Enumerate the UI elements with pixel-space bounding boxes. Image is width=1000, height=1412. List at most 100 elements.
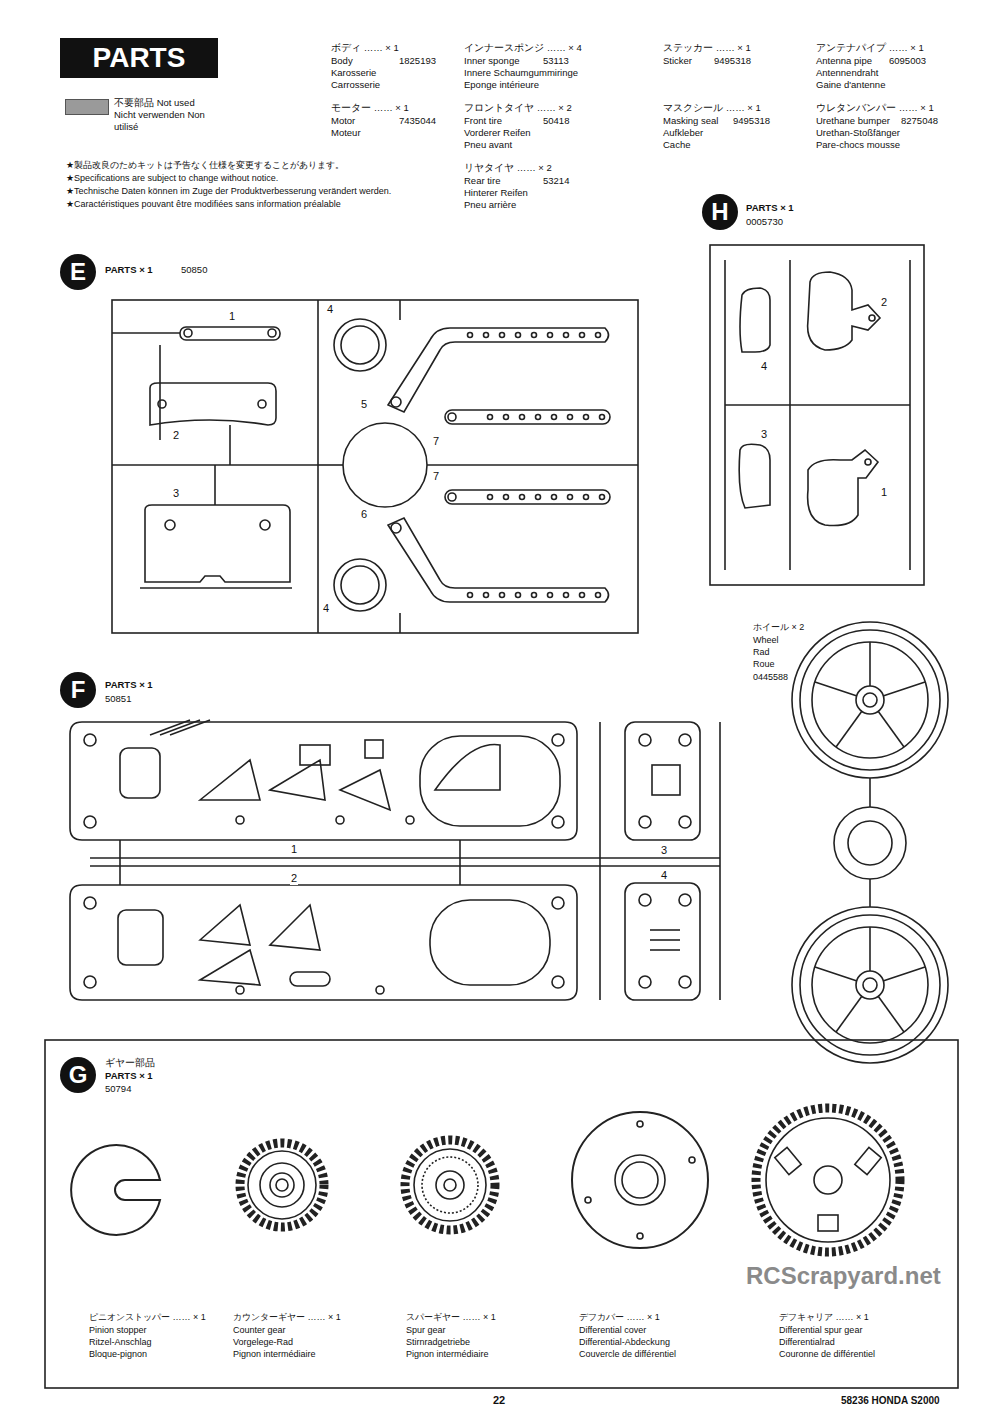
- part-label: PARTS × 1: [104, 1071, 154, 1082]
- part-label: Differential spur gear: [778, 1325, 863, 1335]
- callout-number: 6: [360, 508, 368, 521]
- part-label: Moteur: [330, 128, 362, 139]
- callout-number: 7: [432, 470, 440, 483]
- section-letter-text: G: [69, 1061, 88, 1089]
- callout-number: 4: [760, 360, 768, 373]
- part-label: Vorderer Reifen: [463, 128, 532, 139]
- section-letter: G: [60, 1057, 96, 1093]
- part-label: Vorgelege-Rad: [232, 1337, 294, 1347]
- callout-number: 1: [228, 310, 236, 323]
- part-label: Counter gear: [232, 1325, 287, 1335]
- callout-number: 4: [660, 869, 668, 882]
- part-label: 22: [492, 1394, 506, 1407]
- callout-number: 2: [880, 296, 888, 309]
- part-code: 50794: [104, 1084, 132, 1095]
- part-label: マスクシール …… × 1: [662, 103, 762, 114]
- section-letter: E: [60, 254, 96, 290]
- part-label: Innere Schaumgummiringe: [463, 68, 579, 79]
- part-label: スパーギヤー …… × 1: [405, 1312, 497, 1322]
- part-label: Spur gear: [405, 1325, 447, 1335]
- part-label: Pneu avant: [463, 140, 513, 151]
- part-label: 58236 HONDA S2000: [840, 1395, 941, 1407]
- legend-text: 不要部品 Not used Nicht verwenden Non utilis…: [113, 97, 210, 133]
- part-label: Couronne de différentiel: [778, 1349, 876, 1359]
- part-label: Ritzel-Anschlag: [88, 1337, 153, 1347]
- callout-number: 4: [326, 303, 334, 316]
- part-code: 7435044: [398, 116, 437, 127]
- part-code: 9495318: [732, 116, 771, 127]
- part-label: Cache: [662, 140, 691, 151]
- part-label: Aufkleber: [662, 128, 704, 139]
- part-label: デフカバー …… × 1: [578, 1312, 661, 1322]
- part-label: インナースポンジ …… × 4: [463, 43, 583, 54]
- part-code: 50418: [542, 116, 570, 127]
- part-label: Carrosserie: [330, 80, 381, 91]
- part-label: カウンターギヤー …… × 1: [232, 1312, 342, 1322]
- part-label: Differential-Abdeckung: [578, 1337, 671, 1347]
- callout-number: 1: [290, 843, 298, 856]
- spec-note: ★Specifications are subject to change wi…: [65, 173, 279, 183]
- part-label: Antenna pipe: [815, 56, 873, 67]
- callout-number: 3: [660, 844, 668, 857]
- part-label: Karosserie: [330, 68, 377, 79]
- part-label: Rear tire: [463, 176, 501, 187]
- part-label: Eponge intérieure: [463, 80, 540, 91]
- part-label: Gaine d'antenne: [815, 80, 886, 91]
- part-label: Differential cover: [578, 1325, 647, 1335]
- part-code: 50851: [104, 694, 132, 705]
- part-label: PARTS × 1: [745, 203, 795, 214]
- part-label: Pinion stopper: [88, 1325, 148, 1335]
- part-code: 8275048: [900, 116, 939, 127]
- part-label: Hinterer Reifen: [463, 188, 529, 199]
- part-label: Motor: [330, 116, 356, 127]
- part-code: 53214: [542, 176, 570, 187]
- spec-note: ★Technische Daten können im Zuge der Pro…: [65, 186, 392, 196]
- part-label: Wheel: [752, 635, 780, 645]
- part-label: Masking seal: [662, 116, 719, 127]
- section-letter-text: F: [71, 676, 86, 704]
- part-label: アンテナパイプ …… × 1: [815, 43, 925, 54]
- part-label: Pare-chocs mousse: [815, 140, 901, 151]
- part-label: ステッカー …… × 1: [662, 43, 752, 54]
- legend-swatch: [65, 99, 109, 115]
- section-header-box: PARTS: [60, 38, 218, 78]
- part-code: 50850: [180, 265, 208, 276]
- callout-number: 2: [172, 429, 180, 442]
- part-label: Rad: [752, 647, 771, 657]
- part-label: ホイール × 2: [752, 622, 805, 632]
- section-letter-text: E: [70, 258, 86, 286]
- part-label: Antennendraht: [815, 68, 879, 79]
- part-label: PARTS × 1: [104, 680, 154, 691]
- callout-number: 3: [172, 487, 180, 500]
- watermark: RCScrapyard.net: [745, 1262, 942, 1290]
- header-text: PARTS: [81, 42, 198, 74]
- part-label: Urethane bumper: [815, 116, 891, 127]
- spec-note: ★製品改良のためキットは予告なく仕様を変更することがあります。: [65, 160, 345, 170]
- part-label: PARTS × 1: [104, 265, 154, 276]
- part-code: 1825193: [398, 56, 437, 67]
- callout-number: 7: [432, 435, 440, 448]
- callout-number: 3: [760, 428, 768, 441]
- part-label: Stirnradgetriebe: [405, 1337, 471, 1347]
- part-label: ウレタンバンパー …… × 1: [815, 103, 935, 114]
- part-label: ピニオンストッパー …… × 1: [88, 1312, 207, 1322]
- part-code: 9495318: [713, 56, 752, 67]
- part-code: 0445588: [752, 672, 789, 682]
- section-letter: F: [60, 672, 96, 708]
- part-label: Couvercle de différentiel: [578, 1349, 677, 1359]
- part-label: Bloque-pignon: [88, 1349, 148, 1359]
- part-label: Pignon intermédiaire: [405, 1349, 490, 1359]
- callout-number: 4: [322, 602, 330, 615]
- part-label: Sticker: [662, 56, 693, 67]
- part-label: Pignon intermédiaire: [232, 1349, 317, 1359]
- section-letter-text: H: [711, 198, 728, 226]
- part-code: 6095003: [888, 56, 927, 67]
- part-label: フロントタイヤ …… × 2: [463, 103, 573, 114]
- part-code: 53113: [542, 56, 570, 67]
- part-label: ボディ …… × 1: [330, 43, 400, 54]
- part-label: Urethan-Stoßfänger: [815, 128, 901, 139]
- part-label: Front tire: [463, 116, 503, 127]
- part-label: モーター …… × 1: [330, 103, 410, 114]
- callout-number: 1: [880, 486, 888, 499]
